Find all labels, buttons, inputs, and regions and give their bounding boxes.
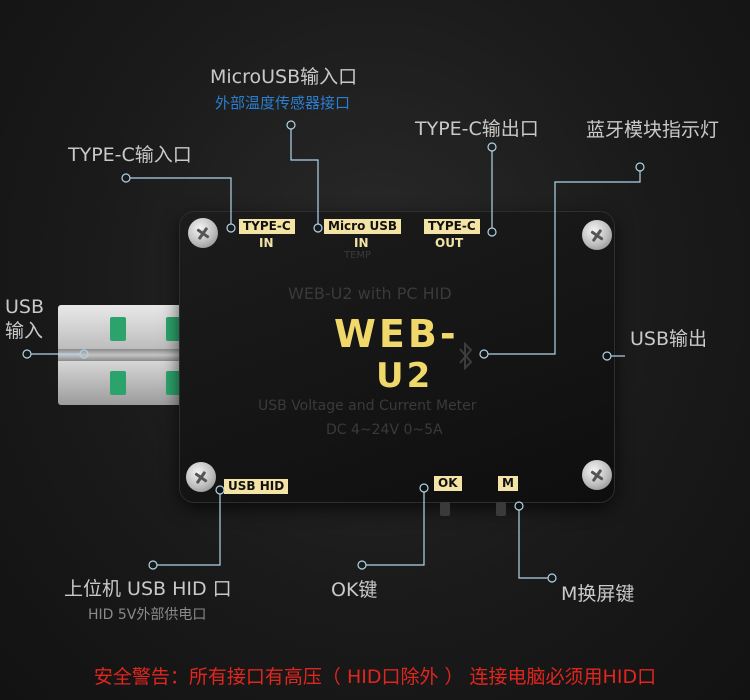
label-typec-out: TYPE-C输出口 <box>415 118 539 140</box>
meter-board: TYPE-C IN Micro USB IN TEMP TYPE-C OUT W… <box>180 212 614 502</box>
label-ok-key: OK键 <box>331 579 378 601</box>
usb-plug-seam <box>58 349 186 361</box>
label-hid-port: 上位机 USB HID 口 <box>64 578 232 600</box>
usb-contact-pad <box>110 371 126 395</box>
label-usb-in-line2: 输入 <box>5 320 44 342</box>
bluetooth-icon <box>459 341 473 371</box>
tag-typec-in: TYPE-C <box>239 219 295 234</box>
label-microusb-in: MicroUSB输入口 <box>210 66 358 88</box>
label-bluetooth: 蓝牙模块指示灯 <box>586 119 720 141</box>
tag-temp: TEMP <box>344 250 372 261</box>
label-hid-power: HID 5V外部供电口 <box>88 607 207 623</box>
ok-button[interactable] <box>440 502 450 516</box>
board-desc-line2: DC 4~24V 0~5A <box>326 422 443 438</box>
screw-icon <box>582 460 612 490</box>
tag-typec-out-sub: OUT <box>435 236 464 250</box>
tag-m: M <box>498 476 518 491</box>
tag-micro-usb-sub: IN <box>354 236 369 250</box>
tag-typec-in-sub: IN <box>259 236 274 250</box>
label-usb-out: USB输出 <box>630 328 708 350</box>
safety-warning: 安全警告：所有接口有高压（ HID口除外 ） 连接电脑必须用HID口 <box>93 666 657 688</box>
board-title-line1: WEB- <box>334 312 459 356</box>
label-usb-in-line1: USB <box>5 296 45 318</box>
label-m-key: M换屏键 <box>561 583 635 605</box>
tag-micro-usb: Micro USB <box>324 219 402 234</box>
usb-contact-pad <box>166 317 182 341</box>
label-typec-in: TYPE-C输入口 <box>68 144 192 166</box>
screw-icon <box>582 220 612 250</box>
tag-ok: OK <box>434 476 462 491</box>
usb-plug <box>58 305 186 405</box>
usb-contact-pad <box>166 371 182 395</box>
usb-contact-pad <box>110 317 126 341</box>
tag-usb-hid: USB HID <box>224 479 289 494</box>
board-desc-line1: USB Voltage and Current Meter <box>258 398 477 414</box>
tag-typec-out: TYPE-C <box>424 219 480 234</box>
board-title-line2: U2 <box>376 356 434 396</box>
label-temp-sensor: 外部温度传感器接口 <box>215 94 351 112</box>
screw-icon <box>186 462 216 492</box>
screw-icon <box>188 218 218 248</box>
board-subtitle: WEB-U2 with PC HID <box>288 284 452 303</box>
m-button[interactable] <box>496 502 506 516</box>
